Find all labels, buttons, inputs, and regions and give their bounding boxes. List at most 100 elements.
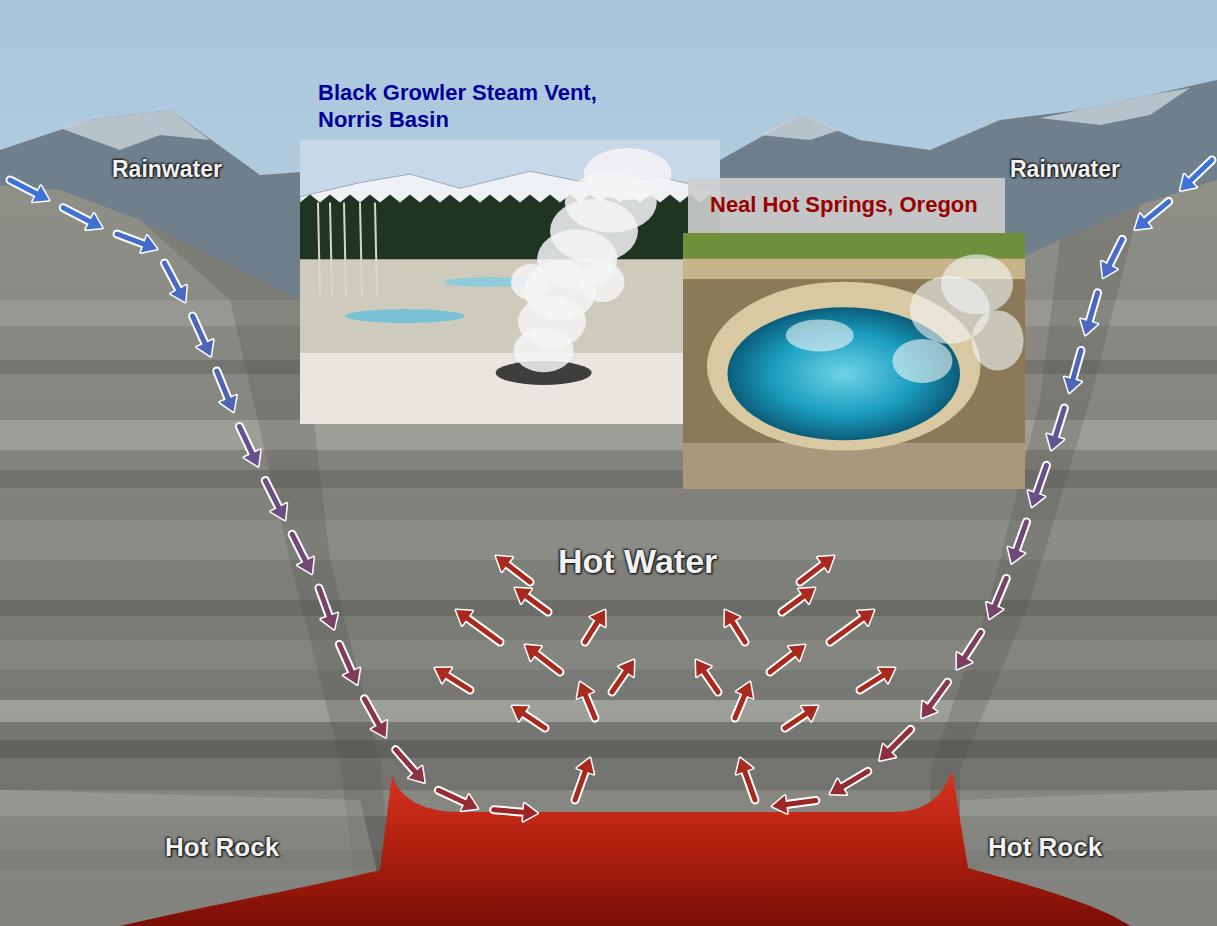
arrow-head bbox=[590, 610, 605, 627]
arrow-head bbox=[244, 450, 260, 466]
arrow-outline bbox=[339, 644, 351, 671]
arrow-head bbox=[435, 668, 452, 683]
arrow-head bbox=[32, 186, 49, 202]
arrow-outline bbox=[165, 263, 179, 290]
flow-arrow bbox=[770, 645, 805, 672]
arrow-shaft bbox=[995, 578, 1006, 605]
hot-water-label: Hot Water bbox=[558, 542, 717, 581]
flow-arrow bbox=[265, 481, 286, 520]
photo-caption: Neal Hot Springs, Oregon bbox=[710, 192, 989, 219]
arrow-shaft bbox=[585, 622, 598, 642]
arrow-shaft bbox=[785, 714, 806, 728]
arrow-shaft bbox=[612, 672, 626, 692]
arrow-shaft bbox=[1089, 293, 1097, 322]
flow-arrow bbox=[612, 660, 634, 692]
arrow-outline bbox=[1109, 239, 1122, 265]
arrow-outline bbox=[735, 695, 745, 718]
arrow-shaft bbox=[770, 654, 794, 672]
arrow-head bbox=[619, 660, 634, 677]
flow-arrow bbox=[525, 645, 560, 672]
arrow-head bbox=[1081, 319, 1098, 335]
arrow-shaft bbox=[1073, 350, 1081, 379]
arrow-outline bbox=[782, 596, 804, 612]
arrow-outline bbox=[830, 618, 863, 642]
arrow-head bbox=[461, 795, 477, 811]
arrow-head bbox=[817, 556, 834, 572]
flow-arrow bbox=[830, 610, 874, 642]
arrow-outline bbox=[193, 316, 205, 343]
flow-arrow bbox=[785, 706, 818, 728]
arrow-head bbox=[986, 602, 1003, 618]
flow-arrow bbox=[1064, 350, 1081, 392]
arrow-head bbox=[271, 503, 287, 520]
flow-arrows bbox=[10, 160, 1212, 821]
arrow-head bbox=[321, 613, 338, 629]
arrow-outline bbox=[447, 675, 470, 690]
flow-arrow bbox=[117, 234, 157, 252]
arrow-outline bbox=[930, 682, 948, 706]
flow-arrow bbox=[10, 180, 49, 202]
arrow-shaft bbox=[239, 427, 252, 454]
arrow-shaft bbox=[842, 771, 868, 786]
flow-arrow bbox=[860, 668, 895, 690]
arrow-shaft bbox=[396, 750, 416, 772]
arrow-outline bbox=[585, 695, 595, 718]
flow-arrow bbox=[292, 534, 313, 573]
arrow-shaft bbox=[193, 316, 205, 343]
arrow-head bbox=[343, 668, 359, 684]
arrow-shaft bbox=[800, 565, 823, 582]
arrow-outline bbox=[1190, 160, 1212, 181]
arrow-head bbox=[736, 682, 753, 698]
photo-steam bbox=[511, 264, 551, 300]
arrow-outline bbox=[772, 796, 787, 814]
photo-forest bbox=[300, 194, 720, 264]
flow-arrow bbox=[1028, 465, 1046, 506]
flow-arrow bbox=[339, 644, 359, 684]
arrow-shaft bbox=[319, 588, 329, 616]
arrow-head bbox=[496, 556, 513, 572]
arrow-head bbox=[298, 557, 314, 574]
photo-panel: Black Growler Steam Vent, Norris Basin bbox=[300, 80, 720, 424]
arrow-head bbox=[371, 721, 387, 738]
flow-arrow bbox=[217, 371, 237, 412]
flow-arrow bbox=[165, 263, 187, 302]
arrow-shaft bbox=[494, 810, 524, 812]
flow-arrow bbox=[239, 427, 260, 467]
arrow-outline bbox=[63, 208, 90, 222]
arrow-shaft bbox=[526, 596, 548, 612]
arrow-outline bbox=[1055, 408, 1064, 437]
arrow-outline bbox=[575, 771, 585, 800]
flow-arrow bbox=[735, 682, 753, 718]
arrow-head bbox=[798, 588, 815, 604]
arrow-head bbox=[1008, 547, 1025, 563]
arrow-outline bbox=[732, 622, 745, 642]
arrow-shaft bbox=[786, 801, 816, 805]
photo-steam bbox=[786, 319, 854, 351]
arrow-head bbox=[922, 701, 938, 718]
arrow-shaft bbox=[1109, 239, 1122, 265]
photo-rock bbox=[683, 233, 1025, 489]
arrow-outline bbox=[239, 427, 252, 454]
arrow-outline bbox=[438, 790, 465, 802]
arrow-head bbox=[736, 758, 753, 774]
arrow-head bbox=[725, 610, 740, 627]
arrow-head bbox=[456, 610, 473, 626]
arrow-outline bbox=[1016, 522, 1026, 550]
arrow-head bbox=[515, 588, 532, 604]
flow-arrow bbox=[957, 632, 981, 669]
flow-arrow bbox=[880, 729, 911, 760]
rock-stratum bbox=[0, 600, 1217, 616]
arrow-head bbox=[577, 758, 594, 774]
hot-rock-label: Hot Rock bbox=[165, 832, 279, 863]
arrow-head bbox=[220, 395, 237, 411]
hot-rock-label: Hot Rock bbox=[988, 832, 1102, 863]
arrow-outline bbox=[889, 729, 910, 750]
arrow-outline bbox=[396, 750, 416, 772]
arrow-shaft bbox=[467, 618, 500, 642]
flow-arrow bbox=[193, 316, 214, 356]
arrow-head bbox=[141, 236, 157, 253]
arrow-shaft bbox=[438, 790, 465, 802]
flow-arrow bbox=[1135, 202, 1169, 230]
arrow-shaft bbox=[732, 622, 745, 642]
